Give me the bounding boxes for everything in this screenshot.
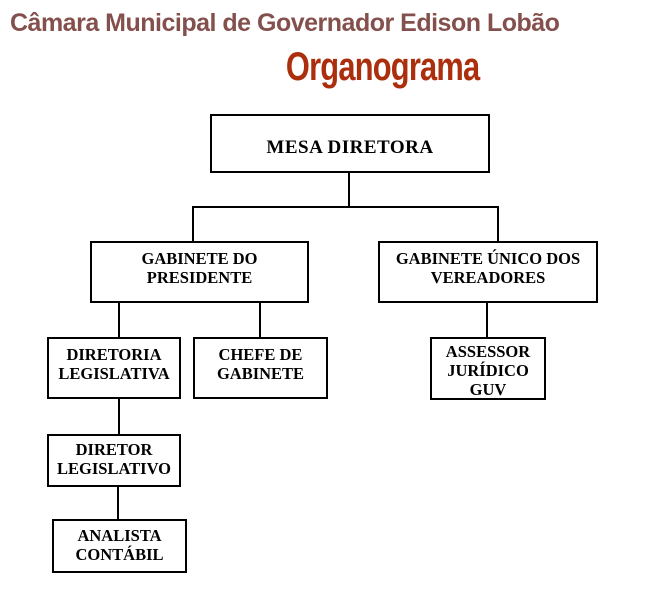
connector-level2-horizontal <box>192 206 499 208</box>
org-node-gabinete-do-presidente: GABINETE DO PRESIDENTE <box>90 241 309 303</box>
connector-gabinete-presidente <box>192 206 194 242</box>
org-node-gabinete-unico-dos-vereadores: GABINETE ÚNICO DOS VEREADORES <box>378 241 598 303</box>
org-node-diretor-legislativo: DIRETOR LEGISLATIVO <box>47 434 181 487</box>
org-node-chefe-de-gabinete: CHEFE DE GABINETE <box>193 337 328 399</box>
subtitle-container: Organograma <box>52 46 662 88</box>
connector-diretor-legislativo <box>118 398 120 435</box>
org-node-assessor-juridico-guv: ASSESSOR JURÍDICO GUV <box>430 337 546 400</box>
org-node-analista-contabil: ANALISTA CONTÁBIL <box>52 519 187 573</box>
connector-diretoria-legislativa <box>118 302 120 338</box>
org-node-diretoria-legislativa: DIRETORIA LEGISLATIVA <box>47 337 181 399</box>
connector-assessor-juridico <box>486 302 488 338</box>
connector-mesa-drop <box>348 172 350 208</box>
connector-analista-contabil <box>117 486 119 520</box>
connector-gabinete-unico <box>497 206 499 242</box>
page-title: Câmara Municipal de Governador Edison Lo… <box>10 9 560 37</box>
org-node-mesa-diretora: MESA DIRETORA <box>210 114 490 173</box>
connector-chefe-gabinete <box>259 302 261 338</box>
organogram-heading: Organograma <box>286 45 480 89</box>
